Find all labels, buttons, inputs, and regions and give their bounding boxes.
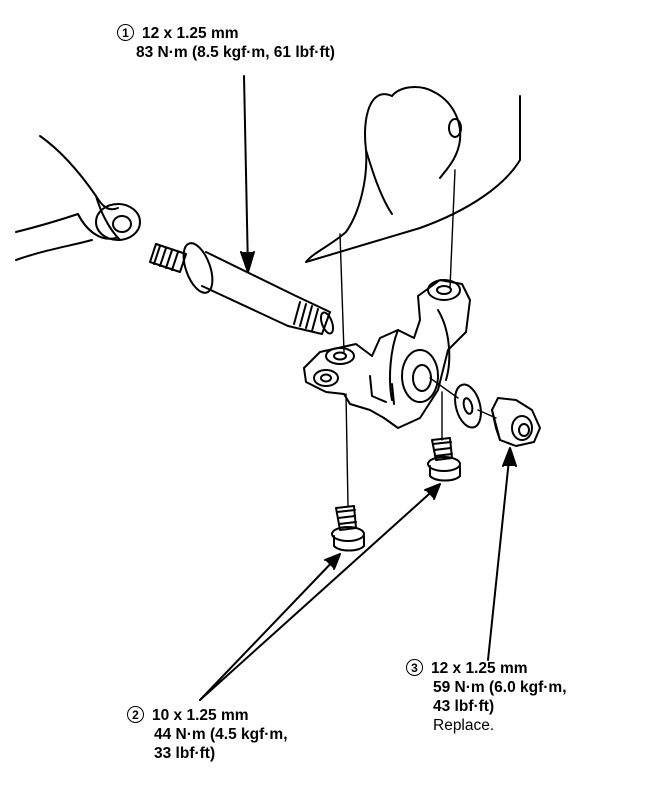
flange-bolt-1	[149, 242, 335, 335]
leader-lines	[199, 75, 517, 701]
bolt-2-torque-line1: 44 N·m (4.5 kgf·m,	[154, 726, 288, 743]
flange-nut-3	[491, 397, 541, 447]
nut-3-spec: 12 x 1.25 mm	[431, 660, 528, 677]
bolt-1-torque: 83 N·m (8.5 kgf·m, 61 lbf·ft)	[136, 44, 335, 61]
bolt-2-torque-line2: 33 lbf·ft)	[154, 745, 216, 762]
callout-number-1: 1	[117, 24, 134, 41]
flange-bolt-2b	[427, 437, 461, 482]
nut-3-torque-line2: 43 lbf·ft)	[433, 698, 495, 715]
callout-number-2: 2	[127, 706, 144, 723]
nut-3-torque-line1: 59 N·m (6.0 kgf·m,	[433, 679, 567, 696]
lower-arm	[15, 135, 141, 261]
upper-knuckle	[305, 86, 521, 263]
callout-nut-3: 3 12 x 1.25 mm 59 N·m (6.0 kgf·m, 43 lbf·…	[406, 659, 567, 735]
bolt-1-spec: 12 x 1.25 mm	[142, 25, 239, 42]
callout-number-3: 3	[406, 659, 423, 676]
alignment-lines	[339, 169, 497, 507]
bolt-2-spec: 10 x 1.25 mm	[152, 707, 249, 724]
callout-bolt-2: 2 10 x 1.25 mm 44 N·m (4.5 kgf·m, 33 lbf·…	[127, 706, 288, 763]
washer	[454, 383, 482, 429]
knuckle-bracket	[303, 279, 471, 429]
nut-3-note: Replace.	[433, 717, 495, 734]
flange-bolt-2a	[331, 505, 365, 552]
callout-bolt-1: 1 12 x 1.25 mm 83 N·m (8.5 kgf·m, 61 lbf·…	[117, 24, 335, 62]
